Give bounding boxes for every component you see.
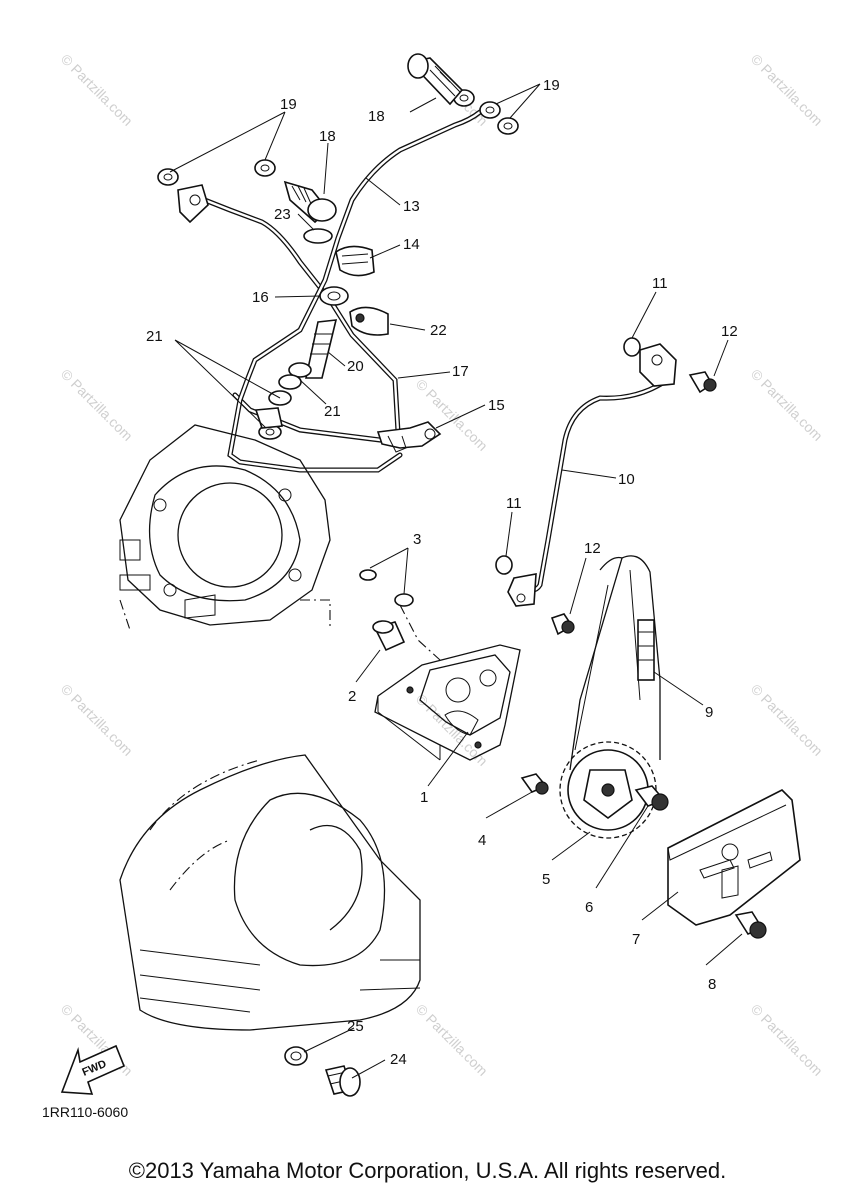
part-label: 18: [368, 108, 385, 125]
watermark: © Partzilla.com: [58, 681, 136, 759]
watermark: © Partzilla.com: [748, 366, 826, 444]
pump-cover: [667, 789, 801, 926]
pipe-clamp-hardware: [303, 228, 389, 336]
pump-bolt: [520, 773, 549, 795]
part-label: 17: [452, 363, 469, 380]
part-label: 18: [319, 128, 336, 145]
drain-plug: [284, 1046, 361, 1097]
part-label: 11: [506, 495, 522, 512]
drawing-code: 1RR110-6060: [42, 1104, 128, 1120]
part-label: 19: [543, 77, 560, 94]
part-label: 12: [721, 323, 738, 340]
part-label: 10: [618, 471, 635, 488]
part-label: 21: [146, 328, 163, 345]
part-label: 3: [413, 531, 421, 548]
crankcase: [119, 754, 421, 1031]
part-label: 4: [478, 832, 486, 849]
part-label: 25: [347, 1018, 364, 1035]
copyright-notice: ©2013 Yamaha Motor Corporation, U.S.A. A…: [128, 1158, 727, 1183]
part-label: 6: [585, 899, 593, 916]
copper-washers-left: [157, 159, 276, 224]
part-label: 16: [252, 289, 269, 306]
part-label: 19: [280, 96, 297, 113]
part-label: 20: [347, 358, 364, 375]
watermark: © Partzilla.com: [58, 366, 136, 444]
watermark: © Partzilla.com: [748, 1001, 826, 1079]
watermark: © Partzilla.com: [58, 51, 136, 129]
part-labels: 1 2 3 4 5 6 7 8 9 10 11 11 12 12 13 14 1…: [146, 77, 738, 1068]
part-label: 13: [403, 198, 420, 215]
pump-drive-chain: [569, 555, 661, 771]
part-label: 15: [488, 397, 505, 414]
watermark: © Partzilla.com: [748, 51, 826, 129]
part-label: 1: [420, 789, 428, 806]
cover-bolt: [734, 911, 767, 939]
part-label: 9: [705, 704, 713, 721]
watermark: © Partzilla.com: [748, 681, 826, 759]
part-label: 2: [348, 688, 356, 705]
pipe-bolts: [550, 371, 717, 636]
part-label: 24: [390, 1051, 407, 1068]
part-label: 21: [324, 403, 341, 420]
part-label: 11: [652, 275, 668, 292]
o-rings-and-dowel: [359, 569, 414, 652]
watermarks: © Partzilla.com © Partzilla.com © Partzi…: [58, 51, 826, 1079]
leader-lines: [169, 83, 743, 1079]
forward-arrow-icon: FWD: [60, 1044, 126, 1095]
union-bolt-top: [407, 53, 464, 106]
watermark: © Partzilla.com: [413, 1001, 491, 1079]
part-label: 7: [632, 931, 640, 948]
oil-pipe-10: [495, 337, 677, 607]
part-label: 12: [584, 540, 601, 557]
union-bolt-middle: [283, 180, 337, 224]
oil-pump: [374, 604, 521, 761]
part-label: 23: [274, 206, 291, 223]
pipe-bolt-washers: [254, 319, 338, 440]
parts-diagram: © Partzilla.com © Partzilla.com © Partzi…: [42, 51, 826, 1120]
part-label: 8: [708, 976, 716, 993]
sprocket-bolt: [634, 785, 669, 811]
part-label: 5: [542, 871, 550, 888]
part-label: 14: [403, 236, 420, 253]
pipe-bracket: [376, 421, 442, 453]
part-label: 22: [430, 322, 447, 339]
cylinder-head: [119, 424, 331, 631]
